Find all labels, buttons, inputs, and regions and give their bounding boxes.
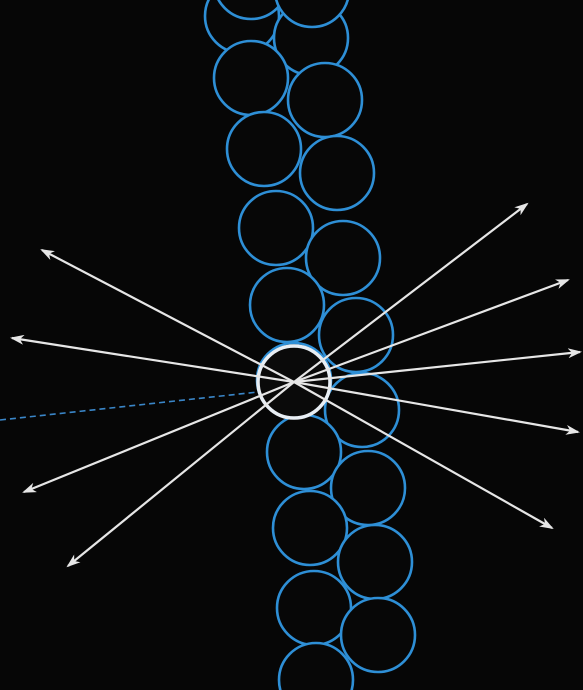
- particle-circle: [227, 112, 301, 186]
- particle-circle: [288, 63, 362, 137]
- particle-circle: [273, 491, 347, 565]
- particle-circle: [239, 191, 313, 265]
- particle-circle: [338, 525, 412, 599]
- particle-circle: [267, 415, 341, 489]
- particle-circle: [250, 268, 324, 342]
- particle-circle: [300, 136, 374, 210]
- particle-circle: [341, 598, 415, 672]
- particle-circle: [214, 41, 288, 115]
